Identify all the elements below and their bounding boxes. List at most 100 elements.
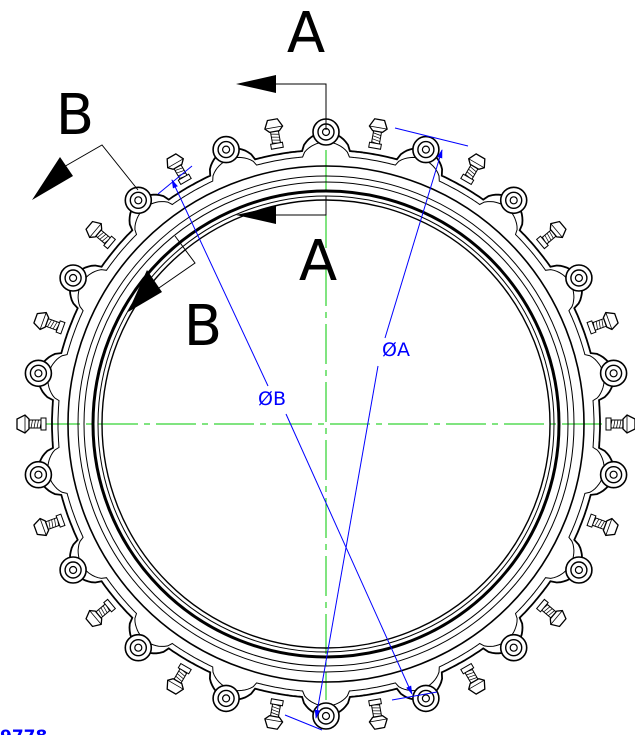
lug-outer-circle	[212, 135, 240, 164]
bolt-nut	[586, 320, 597, 335]
bolt-hex-head	[622, 414, 635, 434]
lug	[212, 684, 240, 713]
lug-nut-circle	[64, 561, 82, 579]
bolt-thread	[619, 419, 622, 429]
bolt-head-edge	[605, 312, 613, 330]
dimension-a-extension-top	[394, 127, 469, 147]
lug-bolt-circle	[574, 273, 584, 283]
hex-bolt-icon	[33, 513, 66, 537]
bolt-thread	[546, 233, 552, 241]
bolt-thread	[372, 135, 381, 139]
dimension-b-label: ØB	[258, 388, 286, 410]
lug-nut-circle	[570, 269, 588, 287]
section-a-line-bottom	[270, 196, 327, 216]
lug-outer-circle	[599, 460, 628, 489]
lug-nut-circle	[505, 191, 523, 210]
bolt-hex-head	[33, 311, 50, 331]
bolt-thread	[543, 606, 551, 613]
bolt-head-edge	[89, 610, 102, 625]
bolt-head-edge	[39, 518, 47, 536]
hex-bolt-icon	[586, 513, 619, 537]
lug-nut-circle	[570, 561, 588, 579]
dimension-b-line-lower	[285, 413, 413, 695]
bolt-hex-head	[85, 609, 103, 628]
lug-bolt-circle	[609, 369, 618, 378]
lug-bolt-circle	[509, 643, 518, 652]
bolt-nut	[177, 662, 192, 675]
bolt-hex-head	[33, 517, 50, 537]
section-a-line-top	[270, 83, 327, 130]
bolt-thread	[48, 520, 51, 529]
bolt-head-edge	[369, 125, 388, 130]
bolt-thread	[49, 320, 55, 329]
lug-outer-circle	[212, 684, 240, 713]
bolt-head-edge	[369, 718, 388, 723]
bolt-thread	[99, 233, 107, 240]
bolt-thread	[616, 419, 619, 429]
bolt-hex-head	[264, 714, 284, 730]
dimension-a-line-upper	[384, 149, 443, 339]
lug-bolt-circle	[222, 694, 231, 703]
bolt-nut	[40, 417, 47, 431]
section-b-top-arrow	[32, 157, 73, 200]
lug	[412, 135, 440, 164]
bolt-thread	[598, 320, 601, 329]
band-ring-3	[83, 181, 569, 667]
band-ring-2	[77, 175, 575, 673]
section-b-line-top	[61, 144, 139, 191]
lug-bolt-circle	[34, 369, 43, 378]
bolt-thread	[177, 673, 184, 680]
section-a-cut-line	[270, 83, 327, 216]
lug-bolt-circle	[68, 273, 78, 283]
dimension-b-extension-bottom	[391, 691, 438, 701]
hex-bolt-icon	[535, 598, 567, 628]
bolt-head-edge	[89, 223, 102, 238]
bolt-nut	[535, 598, 549, 613]
bolt-head-edge	[468, 158, 485, 169]
bolt-head-edge	[468, 679, 485, 690]
lug-outer-circle	[412, 135, 440, 164]
lug-outer-circle	[124, 633, 153, 662]
lug	[124, 633, 153, 662]
bolt-thread	[594, 518, 600, 527]
bolt-thread	[102, 605, 108, 614]
lug-outer-circle	[565, 556, 593, 584]
hex-bolt-icon	[368, 698, 388, 730]
bolt-thread	[175, 675, 183, 682]
bolt-lugs	[24, 118, 628, 730]
bolt-head-edge	[550, 610, 563, 625]
bolt-nut	[368, 698, 382, 707]
lug-outer-circle	[24, 460, 53, 489]
bolt-thread	[601, 319, 604, 328]
hex-bolt-icon	[460, 662, 486, 695]
bolt-nut	[55, 513, 66, 528]
bolt-thread	[468, 168, 475, 175]
lug-outer-circle	[59, 556, 87, 584]
lug-outer-circle	[565, 264, 593, 292]
section-a-top-arrow	[236, 75, 276, 93]
lug-bolt-circle	[222, 145, 231, 154]
bolt-thread	[373, 713, 382, 715]
lug-nut-circle	[217, 140, 235, 159]
bolt-nut	[103, 235, 117, 250]
lug-outer-circle	[24, 359, 53, 388]
lug	[24, 460, 53, 489]
lug-outer-circle	[412, 684, 440, 713]
lug-outer-circle	[312, 702, 340, 730]
hex-bolt-icon	[85, 220, 117, 250]
bolt-nut	[605, 417, 612, 431]
section-a-top-label: A	[287, 1, 325, 66]
lug	[24, 359, 53, 388]
bolt-thread	[271, 139, 281, 141]
lug-nut-circle	[129, 191, 148, 210]
hex-bolt-icon	[264, 118, 284, 150]
lug-nut-circle	[29, 466, 48, 484]
bolt-thread	[372, 138, 380, 142]
bolt-nut	[368, 141, 382, 150]
lug	[499, 186, 528, 215]
bolt-thread	[270, 133, 279, 135]
bolt-thread	[467, 674, 476, 678]
bolt-head-edge	[167, 679, 184, 690]
bolt-thread	[176, 170, 185, 174]
lug	[499, 633, 528, 662]
